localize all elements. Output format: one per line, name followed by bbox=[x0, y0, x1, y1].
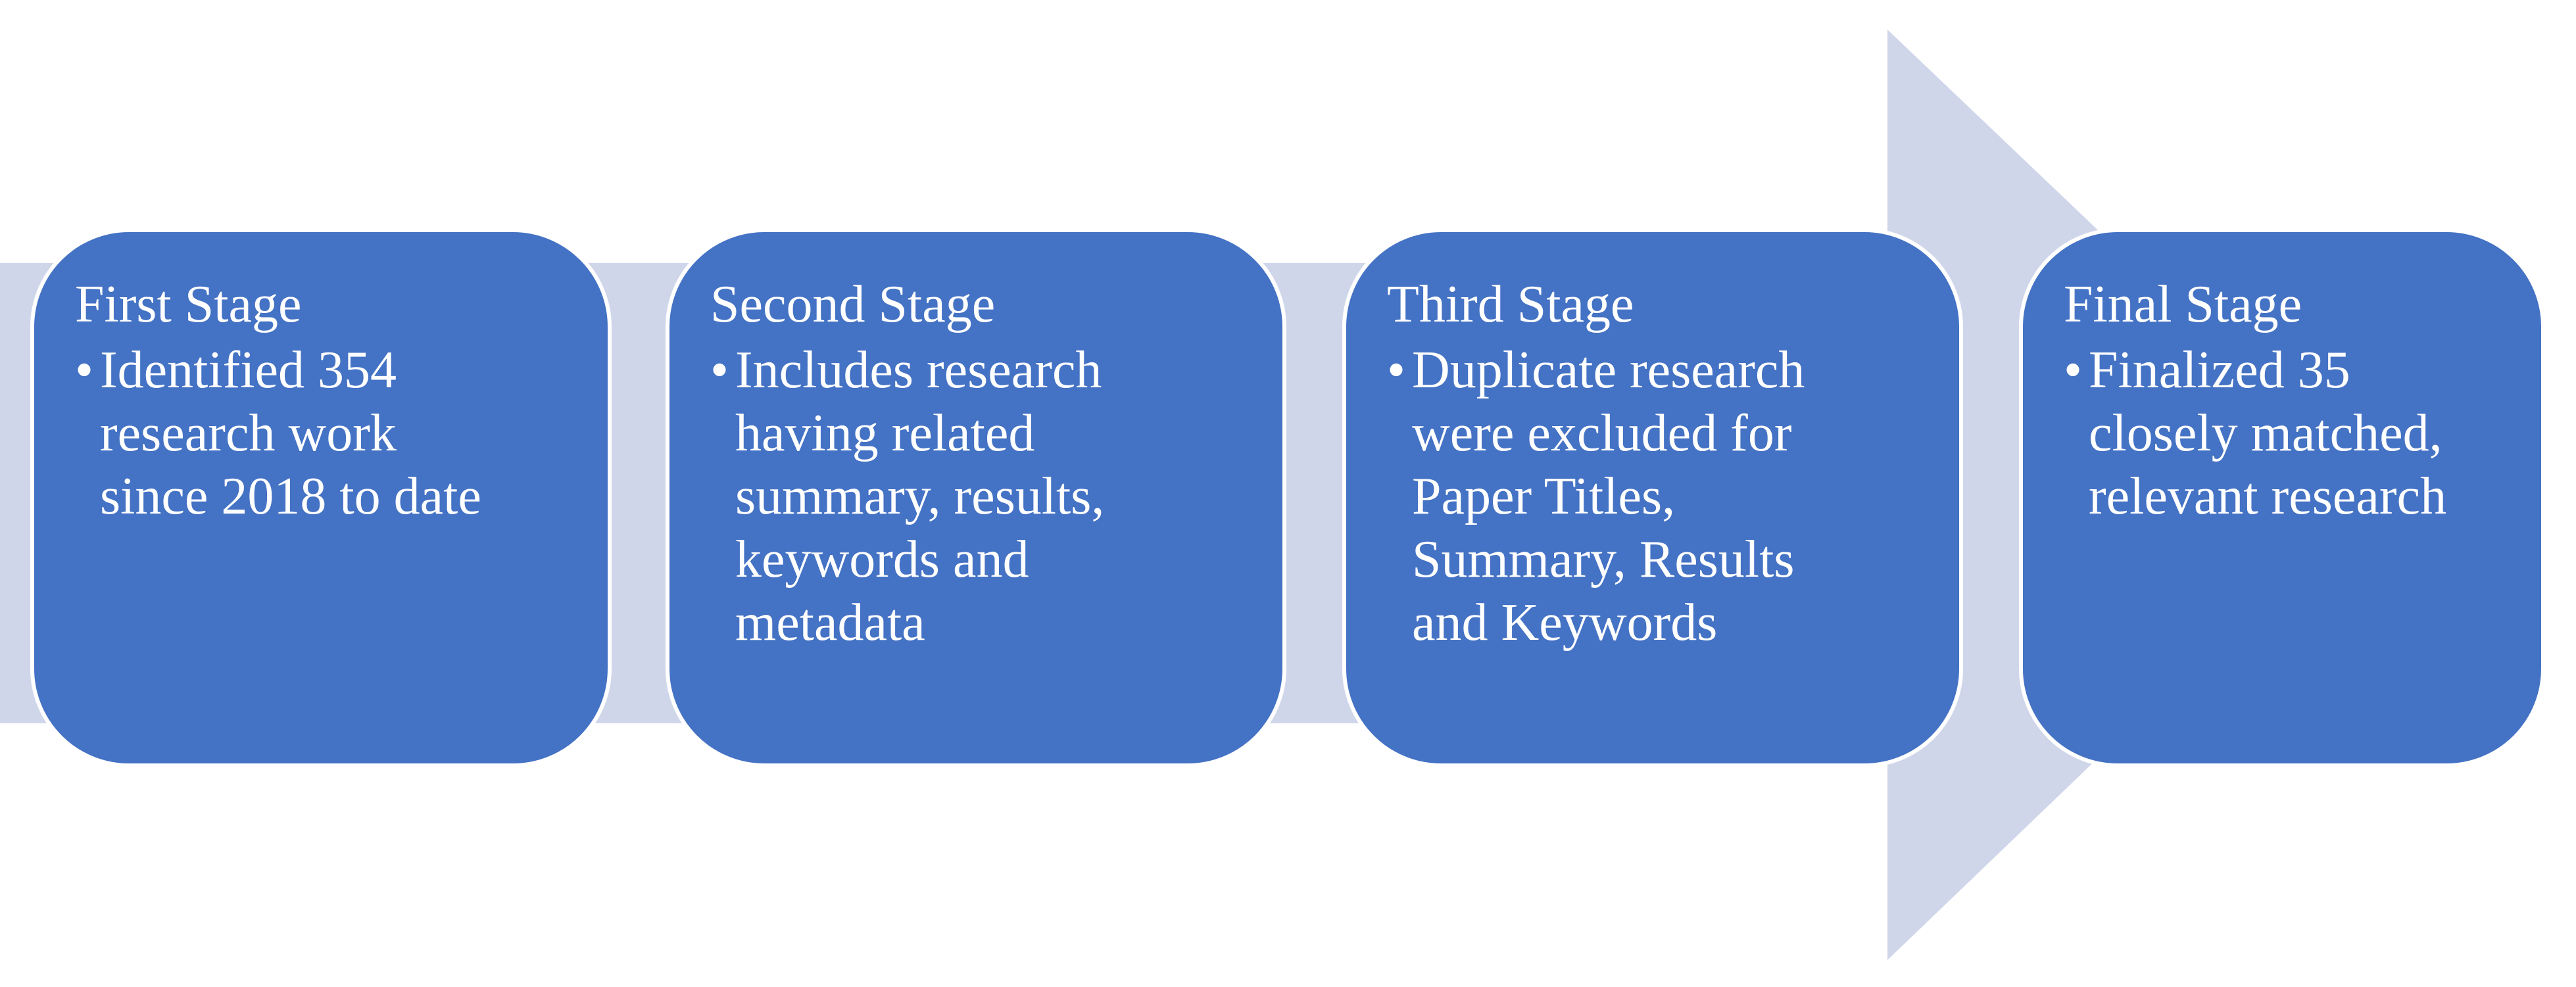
stage-bullet-text: Duplicate research were excluded for Pap… bbox=[1412, 341, 1805, 652]
stage-bullet-text: Finalized 35 closely matched, relevant r… bbox=[2089, 341, 2447, 525]
stage-bullet: • Identified 354 research work since 201… bbox=[75, 339, 581, 528]
stage-box-first: First Stage • Identified 354 research wo… bbox=[30, 228, 612, 767]
stage-title: First Stage bbox=[75, 276, 302, 333]
stage-bullet: • Duplicate research were excluded for P… bbox=[1387, 339, 1933, 654]
stage-bullet-text: Identified 354 research work since 2018 … bbox=[100, 341, 481, 525]
stage-bullet-text: Includes research having related summary… bbox=[735, 341, 1105, 652]
stage-title: Third Stage bbox=[1387, 276, 1634, 333]
stage-box-final: Final Stage • Finalized 35 closely match… bbox=[2019, 228, 2545, 767]
stage-box-third: Third Stage • Duplicate research were ex… bbox=[1342, 228, 1963, 767]
stage-bullet: • Includes research having related summa… bbox=[710, 339, 1256, 654]
bullet-icon: • bbox=[2064, 341, 2083, 399]
bullet-icon: • bbox=[710, 341, 729, 399]
stage-title: Final Stage bbox=[2064, 276, 2302, 333]
bullet-icon: • bbox=[75, 341, 94, 399]
stage-box-second: Second Stage • Includes research having … bbox=[666, 228, 1286, 767]
bullet-icon: • bbox=[1387, 341, 1406, 399]
stage-bullet: • Finalized 35 closely matched, relevant… bbox=[2064, 339, 2515, 528]
stage-title: Second Stage bbox=[710, 276, 996, 333]
